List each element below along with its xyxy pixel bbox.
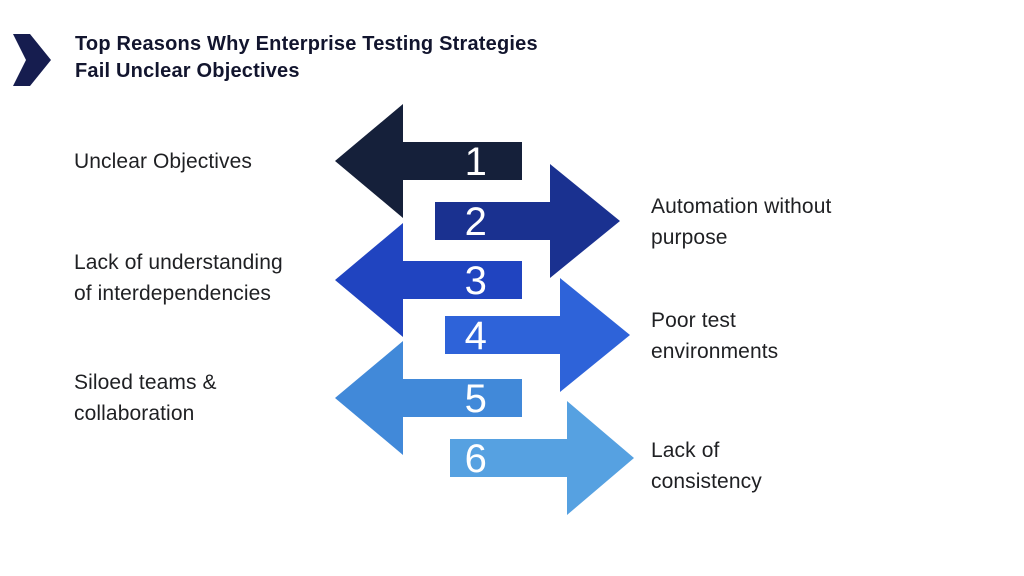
label-line: Unclear Objectives <box>74 150 253 173</box>
arrow-2-number: 2 <box>465 200 488 244</box>
label-siloed-teams: Siloed teams & collaboration <box>74 367 217 429</box>
label-lack-of-consistency: Lack of consistency <box>651 435 762 497</box>
arrow-6-number: 6 <box>465 437 488 481</box>
arrow-4-right <box>445 278 630 392</box>
label-lack-of-understanding: Lack of understanding of interdependenci… <box>74 247 283 309</box>
label-line: Lack of understanding <box>74 251 283 274</box>
label-line: Siloed teams & <box>74 371 217 394</box>
label-line: of interdependencies <box>74 282 271 305</box>
page-title-line-1: Top Reasons Why Enterprise Testing Strat… <box>75 33 538 55</box>
label-line: consistency <box>651 470 762 493</box>
label-automation-without-purpose: Automation without purpose <box>651 191 831 253</box>
arrow-5-number: 5 <box>465 377 488 421</box>
label-line: Automation without <box>651 195 832 218</box>
arrow-2-right <box>435 164 620 278</box>
label-line: environments <box>651 340 779 363</box>
arrow-5-left <box>335 341 522 455</box>
arrow-1-left <box>335 104 522 218</box>
label-unclear-objectives: Unclear Objectives <box>74 146 252 177</box>
page-title-line-2: Fail Unclear Objectives <box>75 60 300 82</box>
arrow-4-number: 4 <box>465 314 488 358</box>
label-poor-test-environments: Poor test environments <box>651 305 778 367</box>
arrow-6-right <box>450 401 634 515</box>
chevron-right-icon <box>13 34 51 86</box>
label-line: Poor test <box>651 309 736 332</box>
label-line: collaboration <box>74 402 195 425</box>
arrow-1-number: 1 <box>465 140 488 184</box>
arrow-3-number: 3 <box>465 259 488 303</box>
label-line: purpose <box>651 226 728 249</box>
page-title: Top Reasons Why Enterprise Testing Strat… <box>75 31 538 85</box>
brand-chevron-icon <box>13 34 51 86</box>
arrow-3-left <box>335 223 522 337</box>
label-line: Lack of <box>651 439 720 462</box>
